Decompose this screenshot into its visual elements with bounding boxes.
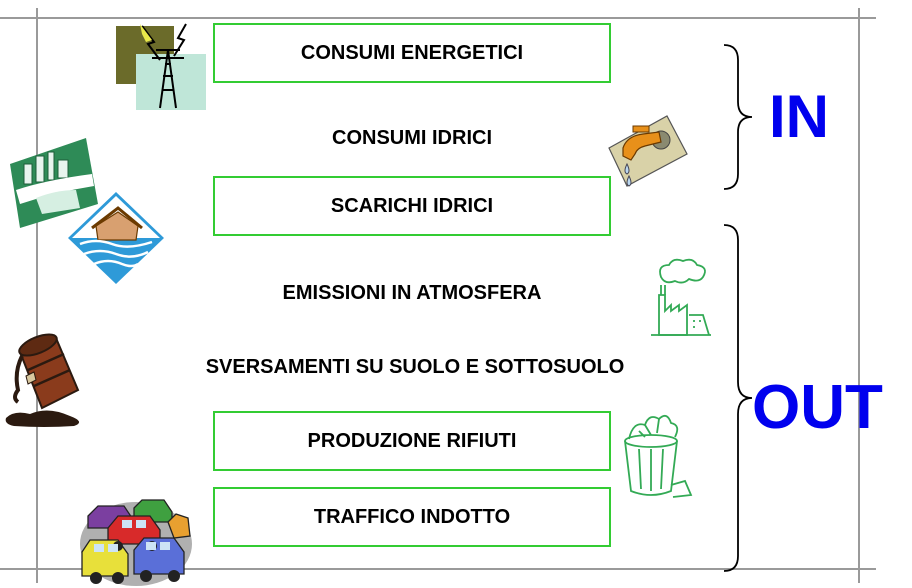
emissioni-label: EMISSIONI IN ATMOSFERA — [282, 281, 542, 304]
frame-left-line — [36, 8, 38, 583]
traffico-label: TRAFFICO INDOTTO — [313, 505, 511, 528]
frame-top-line — [0, 17, 876, 19]
consumi-energetici-box: CONSUMI ENERGETICI — [213, 23, 611, 83]
power-pylon-icon — [116, 23, 206, 110]
frame-bottom-line — [0, 568, 876, 570]
in-label: IN — [769, 83, 829, 150]
produzione-rifiuti-label: PRODUZIONE RIFIUTI — [307, 429, 517, 452]
frame-right-line — [858, 8, 860, 583]
sversamenti-item: SVERSAMENTI SU SUOLO E SOTTOSUOLO — [100, 344, 730, 390]
sversamenti-label: SVERSAMENTI SU SUOLO E SOTTOSUOLO — [205, 355, 625, 378]
traffico-box: TRAFFICO INDOTTO — [213, 487, 611, 547]
consumi-idrici-label: CONSUMI IDRICI — [332, 126, 492, 149]
out-brace — [723, 224, 753, 572]
out-label: OUT — [752, 373, 883, 442]
flooded-house-icon — [68, 192, 164, 284]
emissioni-item: EMISSIONI IN ATMOSFERA — [213, 270, 611, 316]
trash-bin-icon — [624, 414, 693, 498]
scarichi-idrici-label: SCARICHI IDRICI — [330, 194, 494, 217]
factory-smoke-icon — [651, 258, 711, 336]
leaking-barrel-icon — [5, 333, 80, 427]
consumi-energetici-label: CONSUMI ENERGETICI — [300, 41, 524, 64]
factory-waterfront-icon — [10, 138, 98, 228]
water-tap-icon — [608, 115, 688, 187]
produzione-rifiuti-box: PRODUZIONE RIFIUTI — [213, 411, 611, 471]
in-brace — [723, 44, 753, 190]
traffic-jam-icon — [80, 499, 192, 586]
scarichi-idrici-box: SCARICHI IDRICI — [213, 176, 611, 236]
consumi-idrici-item: CONSUMI IDRICI — [213, 115, 611, 161]
